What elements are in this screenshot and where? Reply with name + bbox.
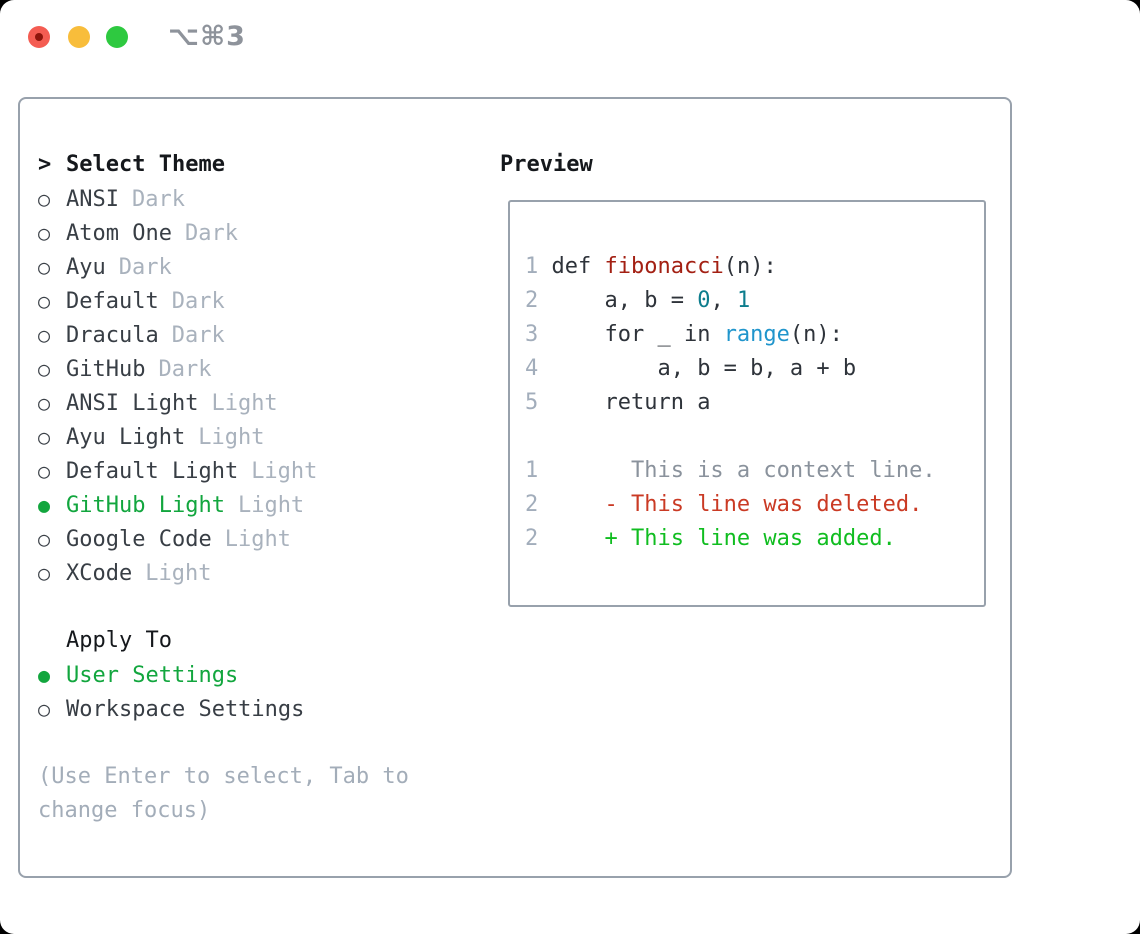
builtin-token: range — [723, 322, 790, 347]
diff-added-line: 2 + This line was added. — [525, 526, 896, 551]
spacer-row — [38, 590, 409, 624]
preview-box: 1 def fibonacci(n): 2 a, b = 0, 1 3 for … — [508, 200, 986, 607]
titlebar: ⌥⌘3 — [0, 0, 1140, 74]
code-line-5: 5 return a — [525, 390, 711, 415]
select-theme-label: Select Theme — [66, 152, 225, 177]
keyboard-hint-line1: (Use Enter to select, Tab to — [38, 764, 409, 789]
radio-selected-icon: ● — [38, 493, 51, 517]
close-inner-dot-icon — [35, 33, 43, 41]
radio-icon: ○ — [38, 289, 51, 313]
radio-icon: ○ — [38, 391, 51, 415]
cursor-icon: > — [38, 152, 52, 177]
radio-icon: ○ — [38, 357, 51, 381]
radio-icon: ○ — [38, 425, 51, 449]
number-token: 1 — [736, 288, 751, 313]
number-token: 0 — [697, 288, 711, 313]
radio-icon: ○ — [38, 561, 51, 585]
function-name-token: fibonacci — [604, 254, 724, 279]
radio-icon: ○ — [38, 221, 51, 245]
code-preview: 1 def fibonacci(n): 2 a, b = 0, 1 3 for … — [525, 250, 936, 556]
diff-deleted-line: 2 - This line was deleted. — [525, 492, 923, 517]
code-line-3: 3 for _ in range(n): — [525, 322, 843, 347]
radio-icon: ○ — [38, 255, 51, 279]
apply-to-header: Apply To — [66, 628, 172, 653]
zoom-button[interactable] — [106, 26, 128, 48]
radio-icon: ○ — [38, 187, 51, 211]
window-title: ⌥⌘3 — [168, 21, 246, 52]
diff-context-line: 1 This is a context line. — [525, 458, 936, 483]
apply-option-workspace-settings[interactable]: ○Workspace Settings — [38, 692, 409, 726]
keyboard-hint-line2: change focus) — [38, 798, 211, 823]
radio-selected-icon: ● — [38, 663, 51, 687]
code-line-1: 1 def fibonacci(n): — [525, 254, 777, 279]
select-theme-header: > Select Theme — [38, 148, 409, 182]
blank-line — [525, 420, 936, 454]
radio-icon: ○ — [38, 459, 51, 483]
radio-icon: ○ — [38, 697, 51, 721]
code-line-4: 4 a, b = b, a + b — [525, 356, 857, 381]
preview-header: Preview — [500, 152, 593, 177]
radio-icon: ○ — [38, 527, 51, 551]
spacer-row — [38, 726, 409, 760]
close-button[interactable] — [28, 26, 50, 48]
radio-icon: ○ — [38, 323, 51, 347]
apply-option-user-settings[interactable]: ●User Settings — [38, 658, 409, 692]
minimize-button[interactable] — [68, 26, 90, 48]
code-line-2: 2 a, b = 0, 1 — [525, 288, 751, 313]
